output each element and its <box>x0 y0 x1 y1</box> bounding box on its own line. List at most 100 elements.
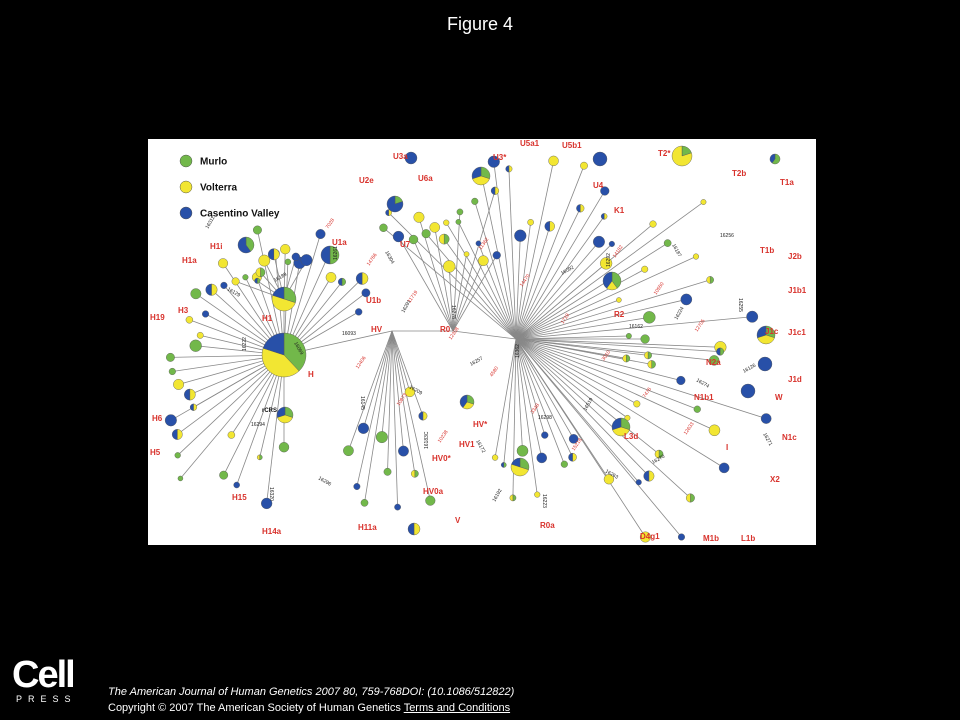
mutation-label-red: 3010 <box>601 349 612 362</box>
haplogroup-label: K1 <box>614 206 625 215</box>
network-edge <box>515 338 543 458</box>
node-slice <box>357 422 369 434</box>
node-slice <box>534 491 541 498</box>
node-slice <box>205 283 212 296</box>
node-slice <box>611 271 622 289</box>
node-slice <box>600 257 613 270</box>
node-slice <box>647 351 652 360</box>
network-edge <box>515 338 715 431</box>
legend-swatch <box>179 206 193 220</box>
network-node <box>478 255 489 266</box>
haplogroup-label: L3d <box>624 432 638 441</box>
node-slice <box>501 462 504 468</box>
network-edge <box>515 338 660 455</box>
network-node <box>676 375 686 385</box>
network-edge <box>356 330 393 487</box>
network-node <box>177 475 184 482</box>
network-node <box>677 533 685 541</box>
network-node <box>425 495 436 506</box>
node-slice <box>166 352 175 362</box>
node-slice <box>560 460 568 468</box>
mutation-label: 16223 <box>541 494 547 508</box>
haplogroup-label: H1i <box>210 242 222 251</box>
citation: The American Journal of Human Genetics 2… <box>108 686 515 698</box>
haplogroup-label: N1c <box>782 433 797 442</box>
network-node <box>541 431 549 439</box>
node-slice <box>536 452 547 464</box>
mutation-label: 16183C <box>424 431 430 449</box>
network-node <box>625 333 632 339</box>
network-node <box>418 411 428 421</box>
network-node <box>456 208 464 216</box>
node-slice <box>603 213 608 220</box>
network-edge <box>448 266 454 332</box>
network-node <box>268 248 280 261</box>
node-slice <box>635 479 642 486</box>
node-slice <box>459 394 468 408</box>
network-node <box>196 331 204 339</box>
node-slice <box>760 413 772 424</box>
node-slice <box>341 277 346 286</box>
node-slice <box>644 351 649 360</box>
node-slice <box>611 417 622 431</box>
haplogroup-label: U3a <box>393 152 408 161</box>
mutation-label-red: 10238 <box>437 429 450 444</box>
haplogroup-label: U5a1 <box>520 139 540 148</box>
network-edge <box>515 335 629 340</box>
network-node <box>706 276 714 284</box>
network-edge <box>515 338 646 538</box>
network-node <box>185 316 194 324</box>
node-slice <box>757 356 773 372</box>
network-node <box>174 452 181 459</box>
haplogroup-label: HV1 <box>459 440 475 449</box>
network-node <box>231 277 240 286</box>
haplogroup-label: H1a <box>182 256 197 265</box>
node-slice <box>463 251 470 257</box>
node-slice <box>510 463 529 477</box>
node-slice <box>404 386 416 398</box>
node-slice <box>505 165 510 173</box>
network-edge <box>383 227 517 340</box>
network-edge <box>391 330 424 417</box>
node-slice <box>527 219 534 226</box>
node-slice <box>278 442 290 453</box>
node-slice <box>398 445 409 457</box>
node-slice <box>685 493 691 503</box>
haplogroup-label: N2a <box>706 358 721 367</box>
node-slice <box>237 236 251 254</box>
network-node <box>421 229 431 239</box>
network-node <box>254 277 261 284</box>
node-slice <box>196 331 204 339</box>
node-slice <box>718 462 730 474</box>
network-node <box>516 445 529 457</box>
network-edge <box>391 330 431 501</box>
network-edge <box>391 330 411 393</box>
u2e-node <box>404 151 418 165</box>
node-slice <box>746 310 759 323</box>
terms-link[interactable]: Terms and Conditions <box>403 702 511 714</box>
network-edge <box>515 338 538 495</box>
node-slice <box>503 462 507 468</box>
network-node <box>685 493 695 503</box>
network-edge <box>515 338 715 361</box>
node-slice <box>478 255 489 266</box>
node-slice <box>640 334 650 344</box>
node-slice <box>202 310 210 318</box>
network-edge <box>452 190 496 332</box>
network-edge <box>180 354 285 479</box>
haplogroup-label: T1a <box>780 178 794 187</box>
node-slice <box>227 431 236 439</box>
network-node <box>693 405 701 413</box>
node-slice <box>593 235 605 248</box>
hv-star-node <box>459 394 475 410</box>
network-edge <box>515 208 581 340</box>
network-edge <box>515 338 546 436</box>
network-node <box>219 470 229 480</box>
network-edge <box>515 338 691 499</box>
mutation-label: 16189 <box>273 271 288 283</box>
network-edge <box>515 235 521 340</box>
network-node <box>398 445 409 457</box>
logo-sub: PRESS <box>16 694 77 704</box>
node-slice <box>414 469 419 478</box>
network-node <box>168 367 176 376</box>
